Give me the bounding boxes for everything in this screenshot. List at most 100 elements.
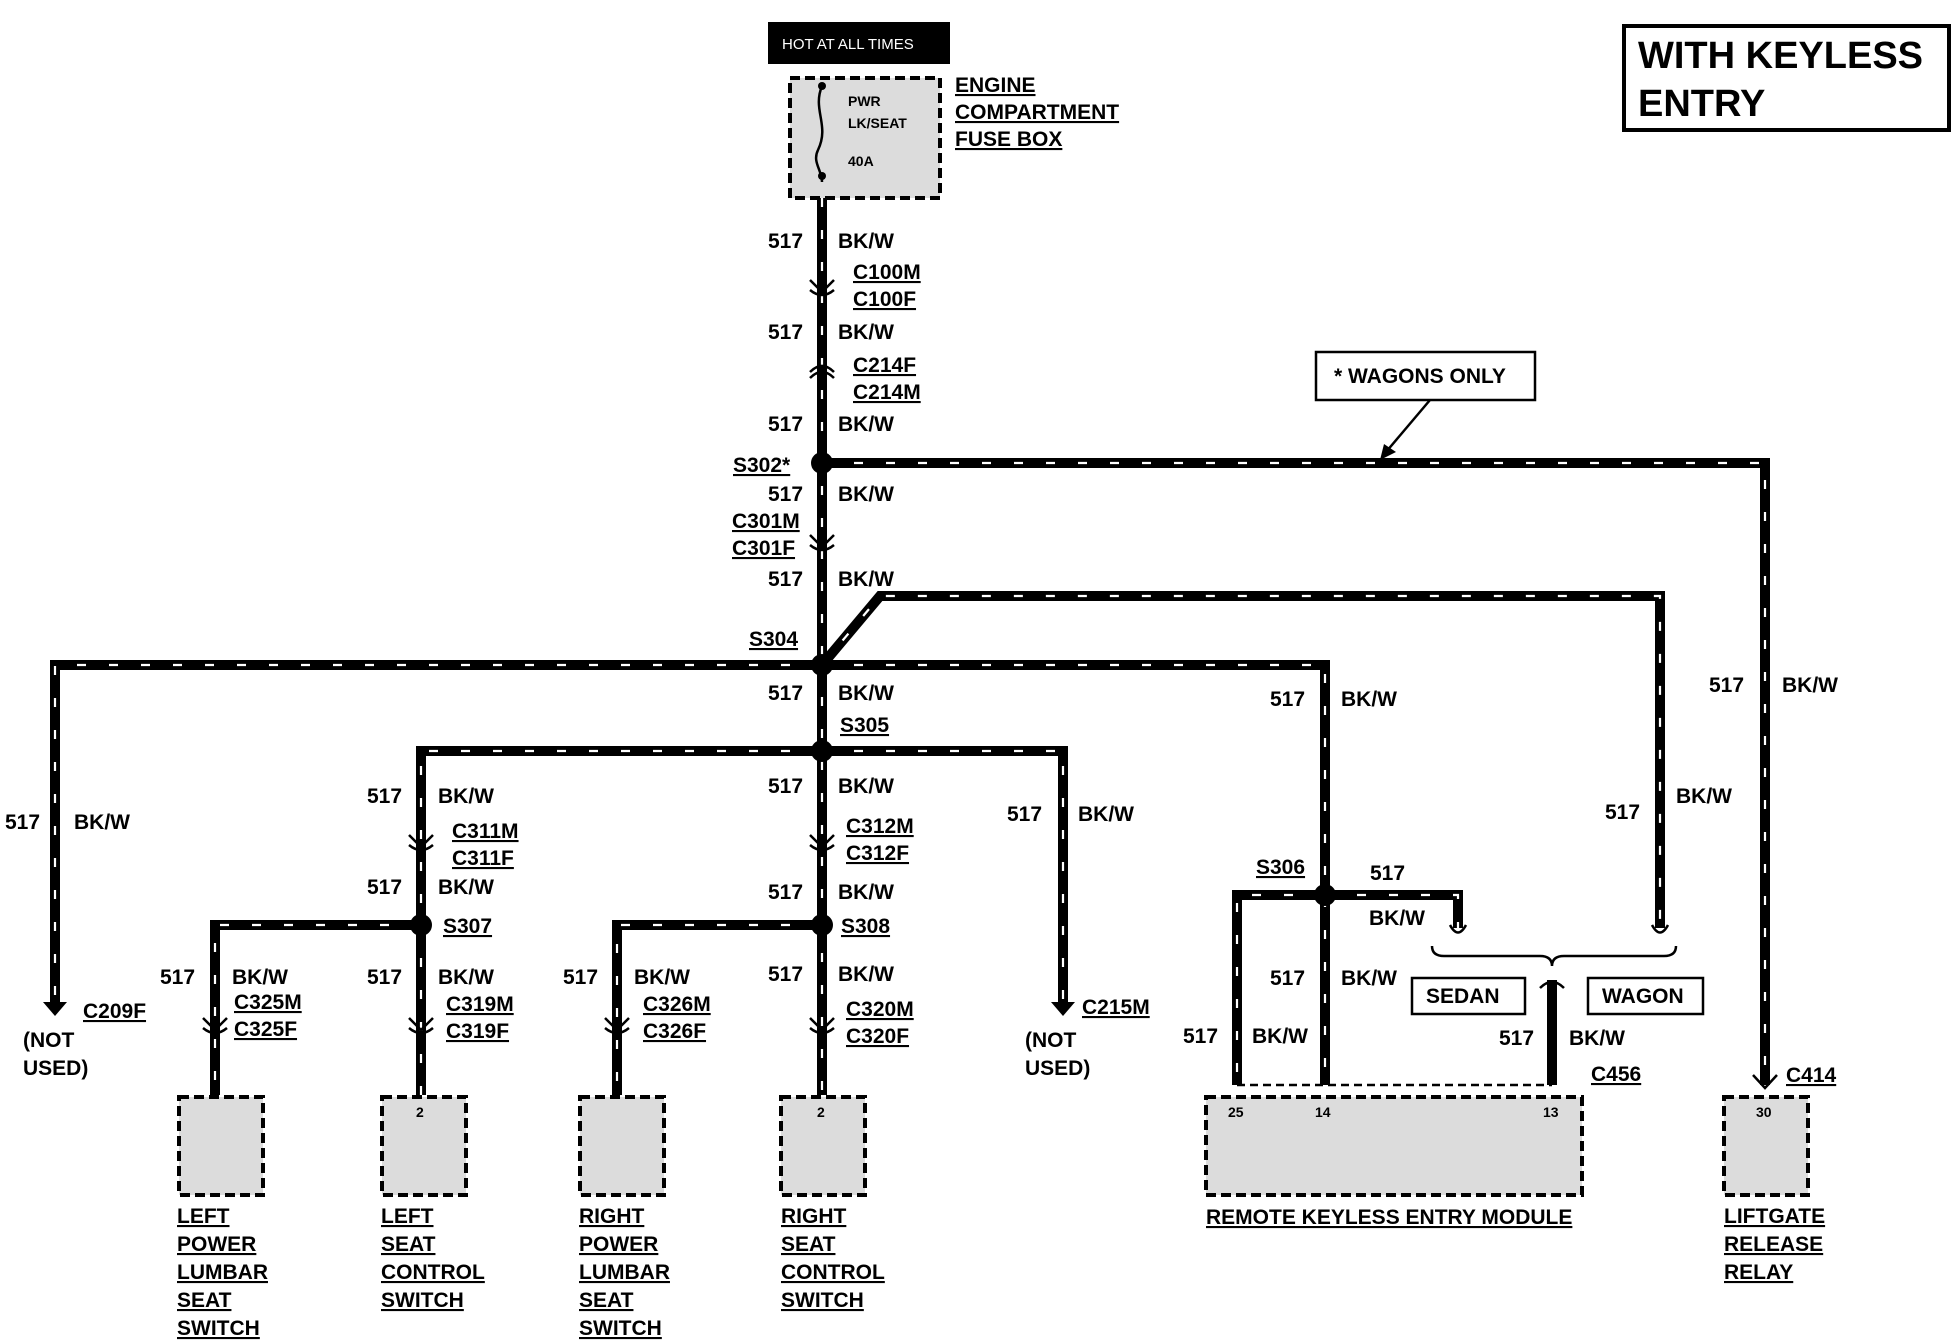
right-lumbar-switch-name: RIGHT POWER LUMBAR SEAT SWITCH (579, 1205, 670, 1340)
color-label: BK/W (838, 321, 894, 344)
wagon-connector-end (1650, 924, 1670, 934)
splice-s307: S307 (443, 915, 492, 938)
color-label: BK/W (1676, 785, 1732, 808)
sedan-wagon-brace (1430, 945, 1678, 967)
component-label: CONTROL (781, 1261, 885, 1284)
color-label: BK/W (1341, 967, 1397, 990)
splice-dot-s304 (811, 654, 833, 676)
splice-dot-s308 (811, 914, 833, 936)
splice-s305: S305 (840, 714, 889, 737)
color-label: BK/W (838, 483, 894, 506)
rke-module-box (1204, 1095, 1584, 1197)
color-label: BK/W (838, 963, 894, 986)
c209f-terminal-icon (43, 1002, 67, 1016)
title-line2: ENTRY (1638, 83, 1765, 125)
splice-s308: S308 (841, 915, 890, 938)
component-label: LUMBAR (579, 1261, 670, 1284)
pin-rke-14: 14 (1315, 1104, 1331, 1120)
connector-c301m: C301M (732, 510, 800, 533)
component-label: RIGHT (781, 1205, 847, 1228)
circuit-label: 517 (1270, 688, 1305, 711)
splice-dot-s307 (410, 914, 432, 936)
circuit-label: 517 (768, 568, 803, 591)
note-arrow-icon (1380, 444, 1396, 460)
left-lumbar-switch-box (177, 1095, 265, 1197)
connector-c325f: C325F (234, 1018, 297, 1041)
wire-wagon-rke (818, 591, 1665, 928)
component-label: RELAY (1724, 1261, 1793, 1284)
circuit-label: 517 (1007, 803, 1042, 826)
color-label: BK/W (438, 785, 494, 808)
connector-c319f: C319F (446, 1020, 509, 1043)
splice-s302: S302* (733, 454, 791, 477)
splice-dot-s302 (811, 452, 833, 474)
circuit-label: 517 (160, 966, 195, 989)
connector-c320m: C320M (846, 998, 914, 1021)
connector-c326f: C326F (643, 1020, 706, 1043)
liftgate-relay-box (1722, 1095, 1810, 1197)
connector-c414: C414 (1786, 1064, 1837, 1087)
connector-c214m: C214M (853, 381, 921, 404)
circuit-label: 517 (1370, 862, 1405, 885)
circuit-label: 517 (1499, 1027, 1534, 1050)
right-seat-switch-box (779, 1095, 867, 1197)
color-label: BK/W (838, 568, 894, 591)
color-label: BK/W (838, 230, 894, 253)
fuse-box: PWR LK/SEAT 40A (788, 76, 942, 200)
right-seat-switch-name: RIGHT SEAT CONTROL SWITCH (781, 1205, 885, 1312)
wire-s308-left (612, 920, 822, 1095)
not-used-right-2: USED) (1025, 1057, 1090, 1080)
splice-dots (410, 452, 1336, 936)
component-label: LEFT (177, 1205, 230, 1228)
component-label: SWITCH (381, 1289, 464, 1312)
color-label: BK/W (838, 775, 894, 798)
circuit-label: 517 (1709, 674, 1744, 697)
component-label: RIGHT (579, 1205, 645, 1228)
not-used-left-2: USED) (23, 1057, 88, 1080)
left-seat-switch-box (380, 1095, 468, 1197)
wire-wagon-liftgate (822, 458, 1770, 1085)
connector-c456: C456 (1591, 1063, 1641, 1086)
fuse-name-line2: LK/SEAT (848, 115, 907, 131)
wire-s305-left (416, 746, 822, 1095)
wire-s307-left (210, 920, 421, 1095)
fuse-name-line1: PWR (848, 93, 881, 109)
circuit-label: 517 (367, 876, 402, 899)
circuit-label: 517 (768, 230, 803, 253)
connector-c326m: C326M (643, 993, 711, 1016)
circuit-label: 517 (768, 483, 803, 506)
circuit-label: 517 (768, 413, 803, 436)
fuse-box-label-2: COMPARTMENT (955, 101, 1119, 124)
component-label: LUMBAR (177, 1261, 268, 1284)
component-label: LIFTGATE (1724, 1205, 1825, 1228)
component-label: CONTROL (381, 1261, 485, 1284)
hot-label: HOT AT ALL TIMES (782, 36, 914, 53)
liftgate-relay-name: LIFTGATE RELEASE RELAY (1724, 1205, 1825, 1284)
component-label: LEFT (381, 1205, 434, 1228)
fuse-box-label-1: ENGINE (955, 74, 1036, 97)
color-label: BK/W (1252, 1025, 1308, 1048)
circuit-label: 517 (367, 785, 402, 808)
circuit-label: 517 (1605, 801, 1640, 824)
pin-rke-13: 13 (1543, 1104, 1559, 1120)
wire-labels: 517 BK/W 517 BK/W 517 BK/W 517 BK/W 517 … (5, 230, 1838, 1050)
pin-rsc: 2 (817, 1104, 825, 1120)
splice-labels: S302* S304 S305 S306 S307 S308 (443, 454, 1305, 938)
left-seat-switch-name: LEFT SEAT CONTROL SWITCH (381, 1205, 485, 1312)
wire-s304-right (822, 660, 1330, 1085)
inline-connectors (202, 279, 1565, 1035)
connector-c209f: C209F (83, 1000, 146, 1023)
color-label: BK/W (1782, 674, 1838, 697)
circuit-label: 517 (563, 966, 598, 989)
hot-at-all-times-banner: HOT AT ALL TIMES (768, 22, 950, 64)
fuse-box-label-3: FUSE BOX (955, 128, 1062, 151)
circuit-label: 517 (367, 966, 402, 989)
component-label: SWITCH (781, 1289, 864, 1312)
left-lumbar-switch-name: LEFT POWER LUMBAR SEAT SWITCH (177, 1205, 268, 1340)
pin-lsc: 2 (416, 1104, 424, 1120)
right-lumbar-switch-box (578, 1095, 666, 1197)
color-label: BK/W (838, 881, 894, 904)
connector-c312f: C312F (846, 842, 909, 865)
wire-s304-left (50, 660, 822, 1008)
